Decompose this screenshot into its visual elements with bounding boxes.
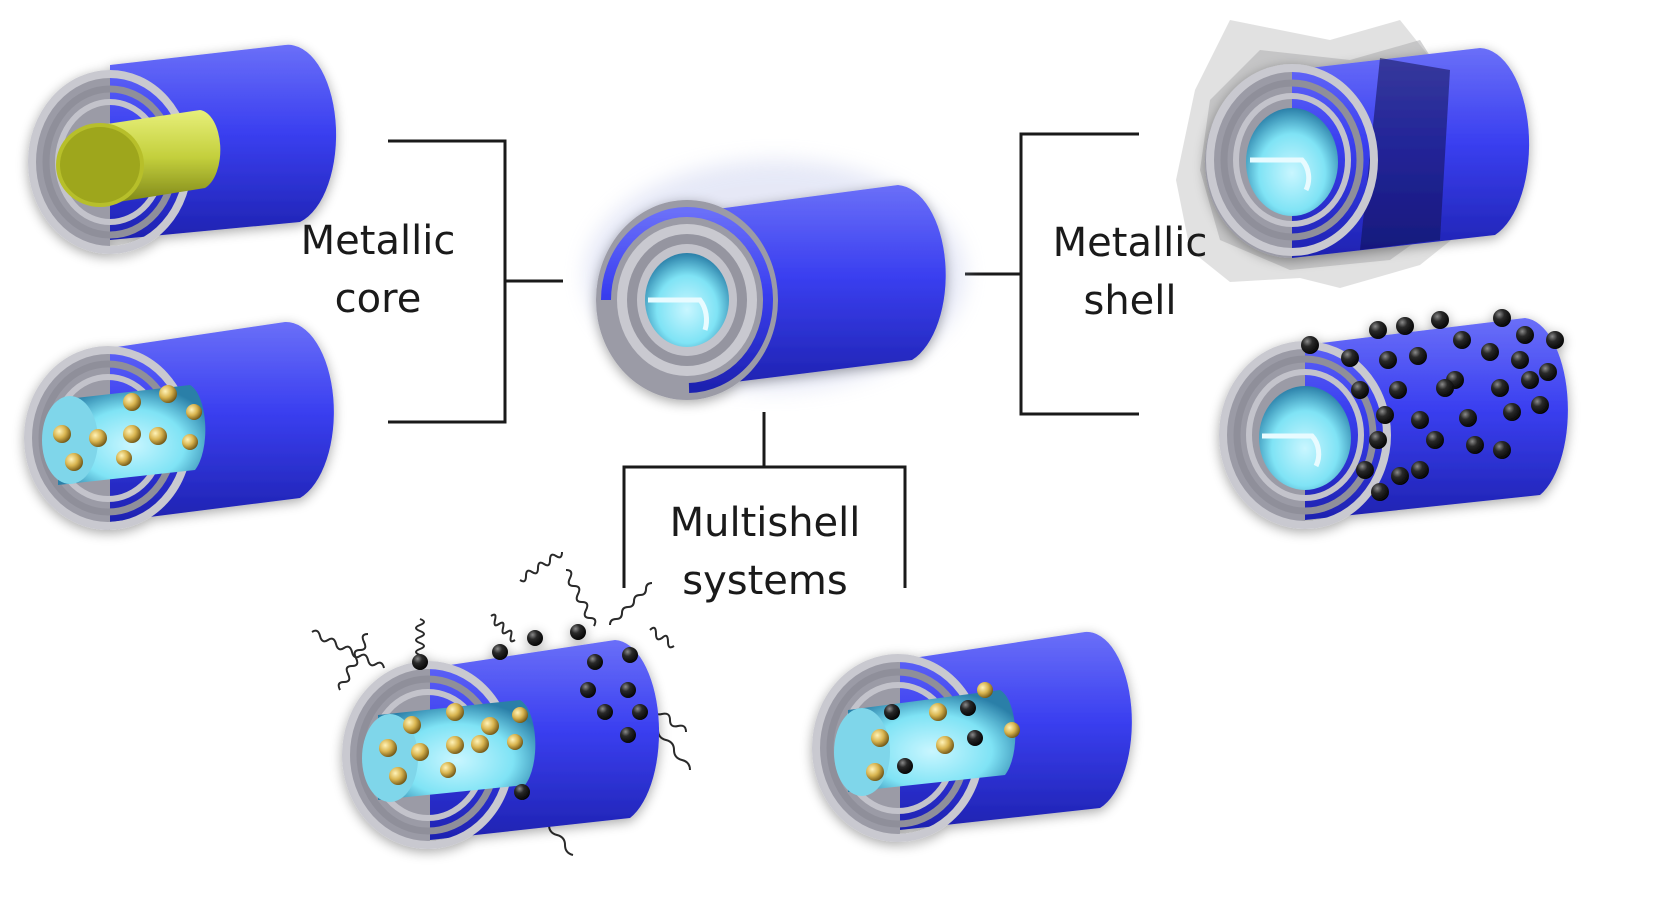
nanotube-center-icon [585, 160, 965, 400]
label-multishell-systems: Multishell systems [640, 494, 890, 610]
label-multishell-line1: Multishell [669, 500, 861, 546]
bracket-metallic-shell [965, 132, 1139, 416]
gold-black-particles [866, 682, 1020, 781]
nanotube-metal-particles-outside-icon [1219, 309, 1568, 529]
nanotube-multishell-polymer-icon [311, 551, 691, 856]
gold-particles [53, 385, 202, 471]
bracket-multishell [622, 412, 907, 588]
nanotube-metal-shell-coated-icon [1176, 20, 1530, 288]
label-multishell-line2: systems [682, 558, 848, 604]
label-metallic-core-line1: Metallic [300, 218, 456, 264]
label-metallic-shell-line1: Metallic [1052, 220, 1208, 266]
black-particles-multishell [412, 624, 648, 800]
connector-brackets [388, 132, 1139, 588]
nanotube-metal-particles-inside-icon [24, 321, 334, 531]
label-metallic-core: Metallic core [278, 212, 478, 328]
black-particles-outer [1301, 309, 1564, 501]
gold-particles-multishell [379, 703, 528, 785]
nanotube-multishell-particles-icon [812, 631, 1132, 842]
label-metallic-shell: Metallic shell [1030, 214, 1230, 330]
label-metallic-core-line2: core [334, 276, 422, 322]
label-metallic-shell-line2: shell [1083, 278, 1177, 324]
bracket-metallic-core [388, 139, 563, 424]
nanotube-metal-core-rod-icon [28, 44, 337, 254]
